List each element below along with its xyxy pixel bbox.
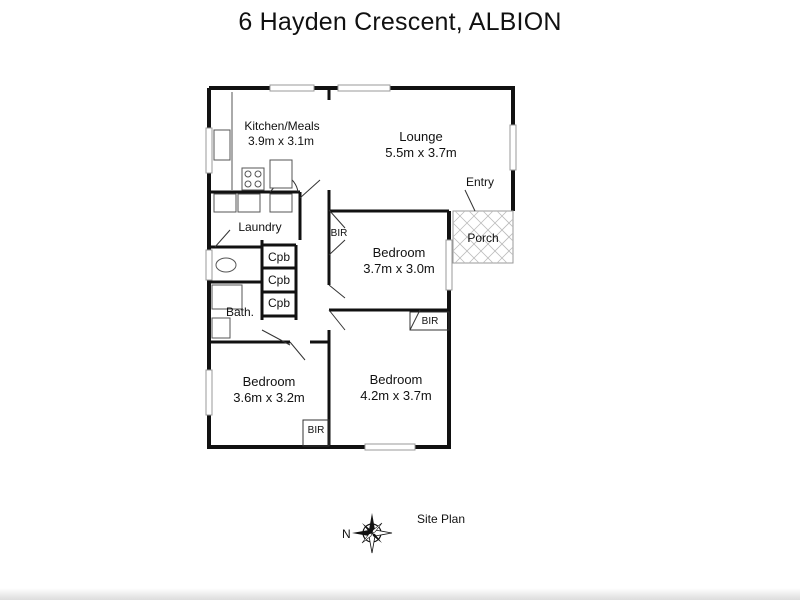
bath-label: Bath. bbox=[226, 305, 254, 319]
cupboard-2-label: Cpb bbox=[268, 273, 290, 287]
laundry-fixtures bbox=[213, 193, 293, 213]
kitchen-name: Kitchen/Meals bbox=[244, 119, 319, 133]
bedroom2-name: Bedroom bbox=[243, 374, 296, 389]
site-plan-label: Site Plan bbox=[417, 512, 466, 526]
built-in-robes bbox=[302, 311, 450, 447]
laundry-label: Laundry bbox=[238, 220, 281, 234]
page-bottom-edge bbox=[0, 588, 800, 600]
lounge-size: 5.5m x 3.7m bbox=[385, 145, 457, 160]
bedroom1-size: 3.7m x 3.0m bbox=[363, 261, 435, 276]
kitchen-size: 3.9m x 3.1m bbox=[248, 134, 314, 148]
bedroom1-name: Bedroom bbox=[373, 245, 426, 260]
porch bbox=[452, 210, 514, 264]
cupboard-1-label: Cpb bbox=[268, 250, 290, 264]
bedroom3-size: 4.2m x 3.7m bbox=[360, 388, 432, 403]
cupboard-3-label: Cpb bbox=[268, 296, 290, 310]
doors bbox=[214, 174, 476, 361]
windows bbox=[205, 84, 517, 451]
bir-3-label: BIR bbox=[308, 425, 325, 436]
kitchen-fixtures bbox=[213, 92, 293, 191]
compass-icon: N bbox=[342, 513, 393, 554]
bir-2-label: BIR bbox=[422, 316, 439, 327]
plan-title: 6 Hayden Crescent, ALBION bbox=[238, 8, 562, 36]
bathroom-fixtures bbox=[211, 257, 243, 339]
lounge-name: Lounge bbox=[399, 129, 442, 144]
compass-north-label: N bbox=[342, 527, 351, 541]
bedroom2-size: 3.6m x 3.2m bbox=[233, 390, 305, 405]
porch-label: Porch bbox=[467, 231, 498, 245]
room-labels: Kitchen/Meals 3.9m x 3.1m Lounge 5.5m x … bbox=[226, 119, 499, 436]
bedroom3-name: Bedroom bbox=[370, 372, 423, 387]
bir-1-label: BIR bbox=[331, 228, 348, 239]
interior-walls bbox=[209, 88, 449, 447]
entry-label: Entry bbox=[466, 175, 494, 189]
